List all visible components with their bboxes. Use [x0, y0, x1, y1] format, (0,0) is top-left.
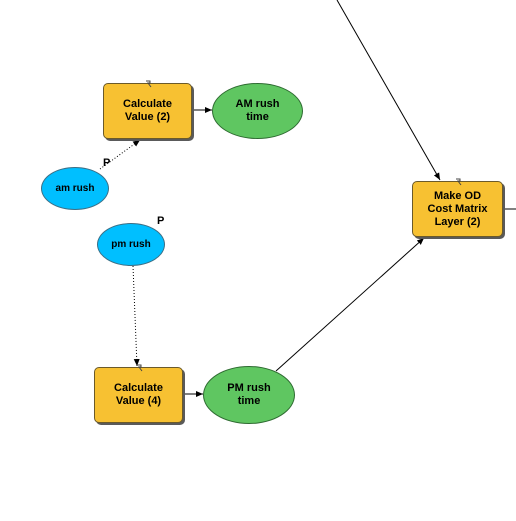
calculate-value-2-tool[interactable]: Calculate Value (2) — [103, 80, 192, 139]
am-rush-variable[interactable]: am rush — [41, 167, 109, 210]
connector-incoming-to-make-od — [336, 0, 441, 181]
pm-rush-time-output[interactable]: PM rush time — [203, 366, 295, 424]
hammer-icon — [455, 178, 461, 186]
variable-label: pm rush — [111, 239, 151, 250]
connector-pm-rush-time-to-make-od — [275, 237, 425, 372]
calculate-value-4-tool[interactable]: Calculate Value (4) — [94, 364, 183, 423]
am-rush-time-output[interactable]: AM rush time — [212, 83, 303, 139]
tool-label: Make OD Cost Matrix Layer (2) — [427, 189, 488, 228]
make-od-cost-matrix-layer-2-tool[interactable]: Make OD Cost Matrix Layer (2) — [412, 178, 503, 237]
connector-am-rush-to-calc2 — [99, 139, 141, 170]
hammer-icon — [145, 80, 151, 88]
am-rush-parameter-label: P — [103, 157, 111, 169]
connector-pm-rush-to-calc4 — [132, 265, 140, 367]
hammer-icon — [136, 364, 142, 372]
tool-label: Calculate Value (4) — [114, 382, 163, 407]
variable-label: am rush — [55, 183, 95, 194]
output-label: AM rush time — [235, 98, 280, 123]
output-label: PM rush time — [227, 382, 271, 407]
pm-rush-parameter-label: P — [157, 215, 165, 227]
tool-label: Calculate Value (2) — [123, 98, 172, 123]
pm-rush-variable[interactable]: pm rush — [97, 223, 165, 266]
